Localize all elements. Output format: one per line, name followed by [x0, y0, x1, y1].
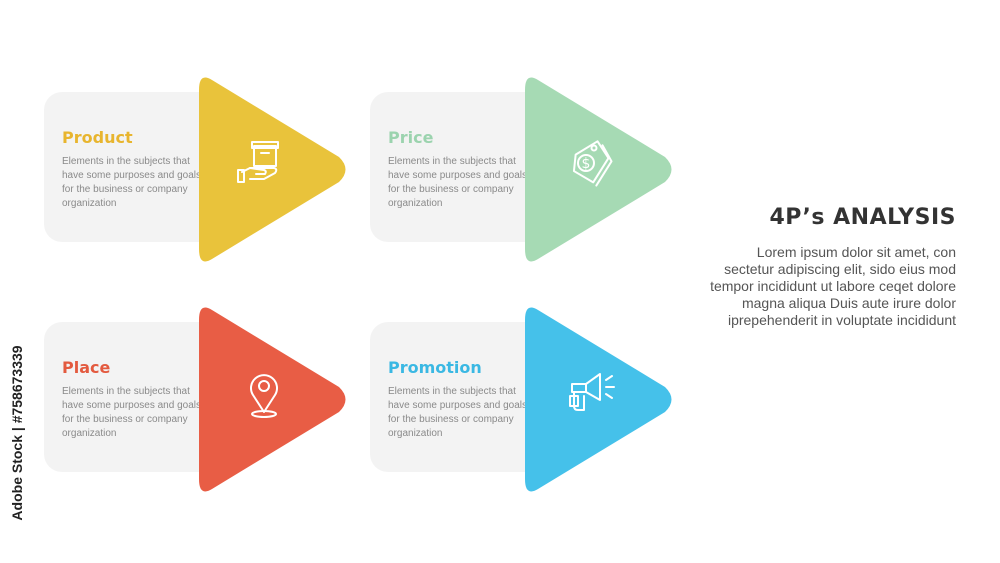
card-price: Price Elements in the subjects that have… — [370, 77, 672, 262]
card-description: Elements in the subjects that have some … — [62, 156, 201, 209]
side-panel: 4P’s ANALYSIS Lorem ipsum dolor sit amet… — [706, 205, 956, 329]
arrow-triangle — [525, 77, 672, 262]
box-hand-icon — [237, 141, 279, 183]
megaphone-icon — [569, 373, 615, 411]
card-description: Elements in the subjects that have some … — [62, 386, 201, 439]
card-description: Elements in the subjects that have some … — [388, 156, 527, 209]
card-description: Elements in the subjects that have some … — [388, 386, 527, 439]
price-tag-icon: $ — [572, 140, 613, 187]
watermark-text: Adobe Stock | #758673339 — [9, 345, 25, 521]
card-title: Promotion — [388, 358, 482, 377]
card-title: Product — [62, 128, 133, 147]
side-body: Lorem ipsum dolor sit amet, con sectetur… — [710, 244, 956, 328]
card-promotion: Promotion Elements in the subjects that … — [370, 307, 672, 492]
side-title: 4P’s ANALYSIS — [769, 205, 956, 230]
card-product: Product Elements in the subjects that ha… — [44, 77, 346, 262]
arrow-triangle — [199, 77, 346, 262]
watermark: Adobe Stock | #758673339 — [2, 318, 32, 548]
card-title: Price — [388, 128, 434, 147]
location-pin-icon — [250, 374, 278, 418]
card-place: Place Elements in the subjects that have… — [44, 307, 346, 492]
card-title: Place — [62, 358, 111, 377]
svg-text:$: $ — [582, 156, 591, 172]
